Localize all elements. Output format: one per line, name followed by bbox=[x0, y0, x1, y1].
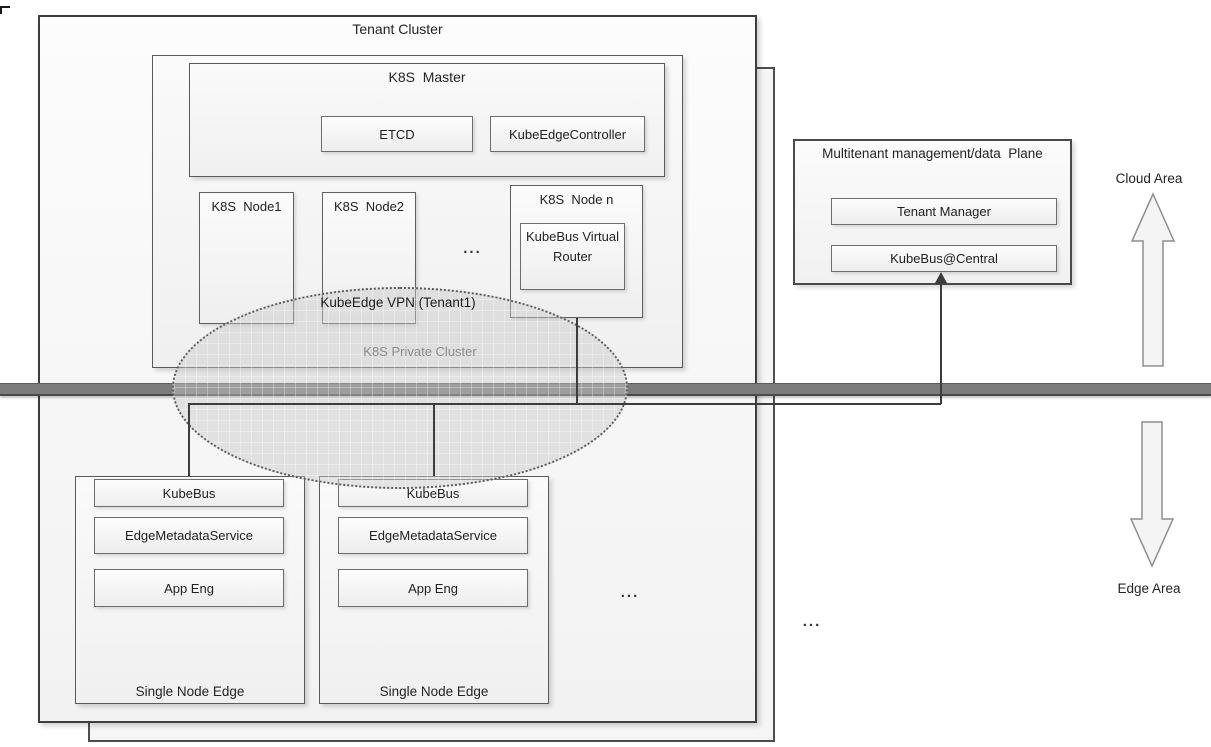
single-node-edge1-title: Single Node Edge bbox=[135, 684, 245, 699]
kubeedge-vpn-label: KubeEdge VPN (Tenant1) bbox=[320, 295, 476, 310]
edge2-app-eng-label: App Eng bbox=[408, 580, 458, 596]
kubeedgecontroller-box: KubeEdgeController bbox=[490, 116, 645, 152]
edge1-app-eng-label: App Eng bbox=[164, 580, 214, 596]
cloud-area-up-arrow bbox=[1130, 192, 1176, 367]
management-plane-title: Multitenant management/data Plane bbox=[822, 146, 1043, 161]
k8s-node-n-label: K8S Node n bbox=[539, 192, 614, 207]
etcd-label: ETCD bbox=[379, 126, 415, 142]
nodes-ellipsis: ... bbox=[463, 240, 482, 257]
kubebus-central-label: KubeBus@Central bbox=[890, 251, 998, 266]
etcd-box: ETCD bbox=[321, 116, 473, 152]
kubeedgecontroller-label: KubeEdgeController bbox=[508, 126, 627, 142]
edge2-app-eng-box: App Eng bbox=[338, 569, 528, 607]
edge1-kubebus-label: KubeBus bbox=[162, 485, 216, 501]
tenant-cluster-title: Tenant Cluster bbox=[352, 21, 443, 37]
kubebus-virtual-router-box: KubeBus Virtual Router bbox=[520, 223, 625, 290]
edge1-app-eng-box: App Eng bbox=[94, 569, 284, 607]
edge2-kubebus-label: KubeBus bbox=[406, 485, 460, 501]
kubebus-central-box: KubeBus@Central bbox=[831, 245, 1057, 272]
k8s-private-cluster-label: K8S Private Cluster bbox=[363, 344, 477, 359]
edge-nodes-ellipsis: ... bbox=[620, 584, 640, 601]
kubeedge-vpn-ellipse bbox=[172, 287, 628, 489]
edge2-metadata-service-box: EdgeMetadataService bbox=[338, 517, 528, 554]
page-corner-mark bbox=[0, 6, 10, 14]
kubebus-virtual-router-label: KubeBus Virtual Router bbox=[526, 229, 619, 264]
edge1-kubebus-box: KubeBus bbox=[94, 479, 284, 507]
single-node-edge2-title: Single Node Edge bbox=[379, 684, 489, 699]
between-clusters-ellipsis: ... bbox=[802, 613, 822, 630]
edge-area-down-arrow bbox=[1129, 421, 1175, 568]
k8s-node2-label: K8S Node2 bbox=[333, 199, 405, 214]
tenant-manager-label: Tenant Manager bbox=[897, 204, 991, 219]
cloud-area-label: Cloud Area bbox=[1115, 171, 1183, 186]
tenant-manager-box: Tenant Manager bbox=[831, 198, 1057, 225]
k8s-node1-label: K8S Node1 bbox=[211, 199, 282, 214]
k8s-master-title: K8S Master bbox=[388, 69, 466, 85]
edge2-metadata-service-label: EdgeMetadataService bbox=[369, 528, 497, 543]
edge1-metadata-service-label: EdgeMetadataService bbox=[125, 528, 253, 543]
edge-area-label: Edge Area bbox=[1117, 581, 1181, 596]
edge1-metadata-service-box: EdgeMetadataService bbox=[94, 517, 284, 554]
